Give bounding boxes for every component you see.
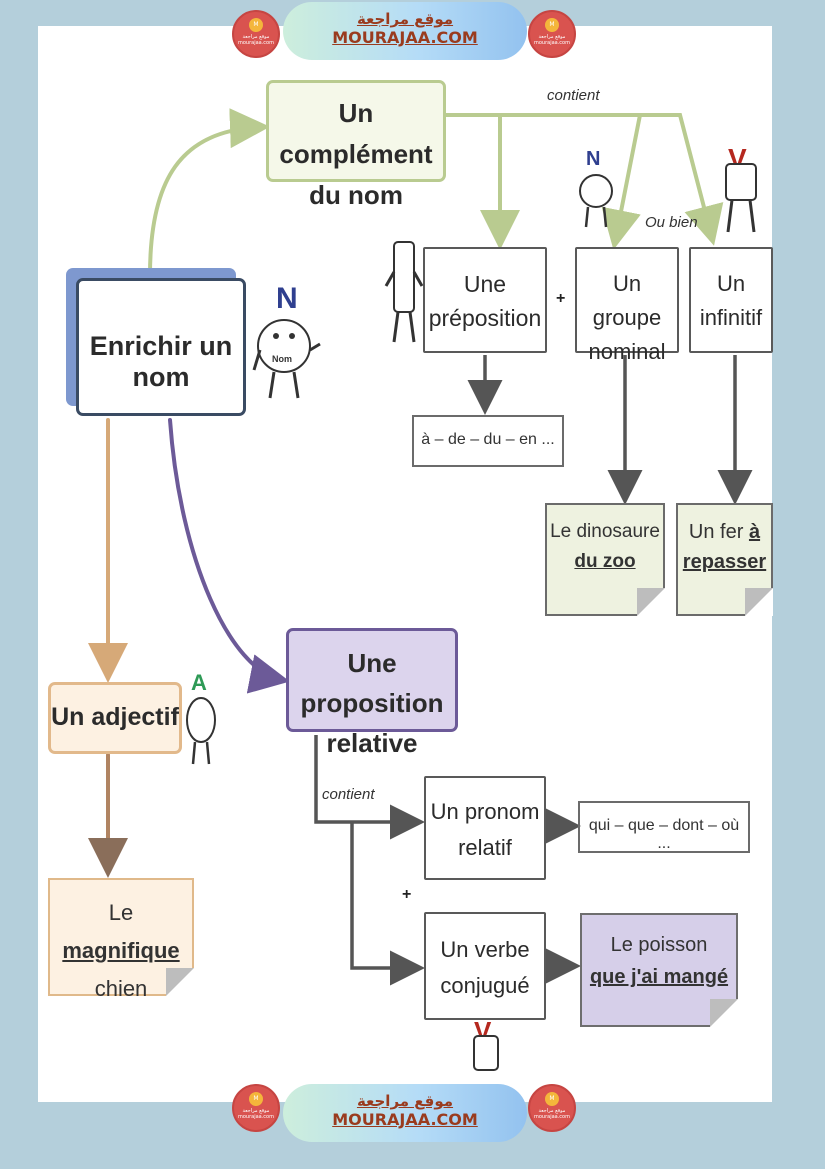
page-fold [166, 968, 194, 996]
inf-example-line2: repasser [682, 551, 767, 573]
relative-line1: Une proposition [300, 648, 444, 718]
svg-text:A: A [191, 670, 207, 695]
adjective-node: Un adjectif [48, 682, 182, 754]
infinitive-node: Un infinitif [689, 247, 773, 353]
page-fold [710, 999, 738, 1027]
gn-example-line1: Le dinosaure [550, 521, 660, 542]
adj-example-line2: chien [94, 976, 148, 1001]
bottom-banner[interactable]: موقع مراجعة MOURAJAA.COM [283, 1084, 527, 1142]
preposition-node: Une préposition [423, 247, 547, 353]
svg-text:N: N [276, 282, 298, 315]
contains-label-bottom: contient [322, 786, 375, 803]
svg-text:N: N [586, 148, 600, 170]
inf-example-part1: Un fer [688, 521, 749, 543]
infinitive-example: Un fer à repasser [676, 503, 773, 616]
contains-label-top: contient [547, 87, 600, 104]
or-else-label: Ou bien [645, 214, 698, 231]
inf-example-part2: à [748, 521, 761, 543]
pronoun-node: Un pronom relatif [424, 776, 546, 880]
group-nominal-line1: Un groupe [592, 271, 662, 330]
verb-line2: conjugué [440, 973, 530, 998]
root-node: Enrichir un nom [76, 278, 246, 416]
adjective-example: Le magnifique chien [48, 878, 194, 1001]
plus-sign: + [402, 886, 412, 903]
plus-sign: + [556, 290, 566, 307]
preposition-line1: Une [463, 271, 507, 297]
relative-line2: relative [326, 728, 418, 758]
svg-text:Nom: Nom [272, 354, 292, 364]
top-banner[interactable]: موقع مراجعة MOURAJAA.COM [283, 2, 527, 60]
verb-example-line1: Le poisson [610, 934, 708, 956]
preposition-mascot-icon [384, 241, 424, 343]
preposition-examples: à – de – du – en ... [412, 415, 564, 467]
pronoun-line1: Un pronom [430, 799, 540, 824]
complement-node: Un complément du nom [266, 80, 446, 210]
adj-example-part1: Le [108, 900, 134, 925]
verb-example: Le poisson que j'ai mangé [580, 913, 738, 1027]
banner-arabic: موقع مراجعة [356, 1092, 454, 1110]
preposition-line2: préposition [428, 305, 542, 331]
infinitive-line2: infinitif [699, 305, 763, 330]
gn-example-line2: du zoo [574, 551, 636, 572]
banner-site: MOURAJAA.COM [332, 28, 478, 47]
pronoun-examples: qui – que – dont – où ... [578, 801, 750, 853]
verb-example-line2: que j'ai mangé [589, 966, 729, 988]
adj-example-part2: magnifique [62, 938, 180, 963]
noun-mascot-icon: N Nom [252, 282, 321, 399]
pronoun-line2: relatif [458, 835, 512, 860]
verb-line1: Un verbe [440, 937, 530, 962]
banner-site: MOURAJAA.COM [332, 1110, 478, 1129]
group-nominal-line2: nominal [588, 339, 666, 364]
complement-line1: Un complément [279, 98, 433, 169]
verb-mascot-icon: V [725, 143, 757, 233]
page-fold [745, 588, 773, 616]
banner-arabic: موقع مراجعة [356, 10, 454, 28]
group-nominal-node: Un groupe nominal [575, 247, 679, 364]
complement-line2: du nom [309, 180, 403, 210]
group-nominal-example: Le dinosaure du zoo [545, 503, 665, 616]
page-fold [637, 588, 665, 616]
adjective-mascot-icon: A [186, 670, 216, 765]
relative-node: Une proposition relative [286, 628, 458, 758]
verb-mascot-bottom-icon: V [473, 1016, 499, 1071]
verb-node: Un verbe conjugué [424, 912, 546, 1020]
noun-mascot-small-icon: N [579, 148, 613, 228]
infinitive-line1: Un [716, 271, 746, 296]
